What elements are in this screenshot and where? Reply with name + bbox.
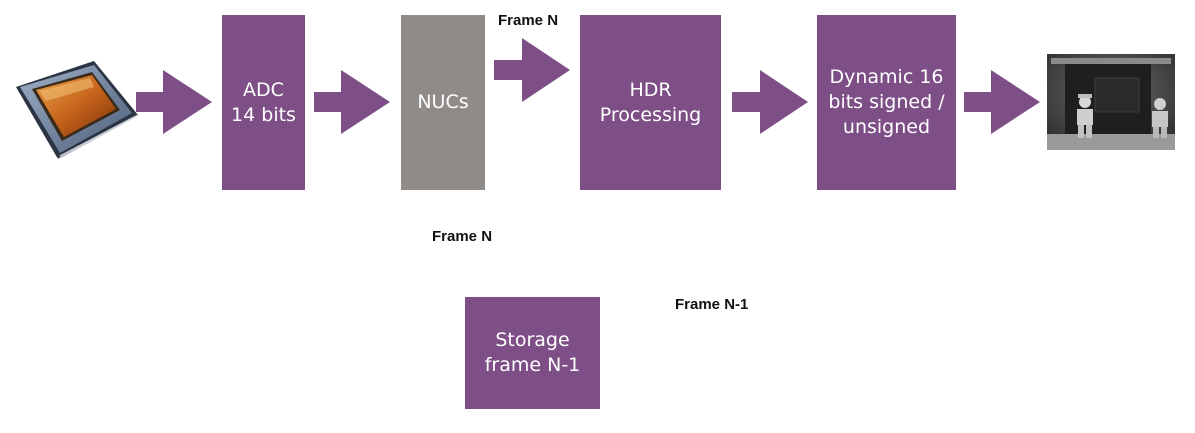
arrow-dynamic-to-output [964, 70, 1040, 134]
storage-block: Storage frame N-1 [465, 297, 600, 409]
frame-n-label-top: Frame N [498, 12, 559, 29]
frame-n-minus-1-label: Frame N-1 [675, 296, 749, 313]
hdr-processing-block: HDR Processing [580, 15, 721, 190]
frame-n-label-down: Frame N [432, 228, 493, 245]
adc-block: ADC 14 bits [222, 15, 305, 190]
arrow-hdr-to-dynamic [732, 70, 808, 134]
arrow-nucs-to-hdr [494, 38, 570, 102]
arrow-adc-to-nucs [314, 70, 390, 134]
sensor-chip-icon [16, 61, 139, 160]
arrow-sensor-to-adc [136, 70, 212, 134]
dynamic-output-block: Dynamic 16 bits signed / unsigned [817, 15, 956, 190]
nucs-block: NUCs [401, 15, 485, 190]
output-image-thumbnail [1047, 54, 1175, 150]
